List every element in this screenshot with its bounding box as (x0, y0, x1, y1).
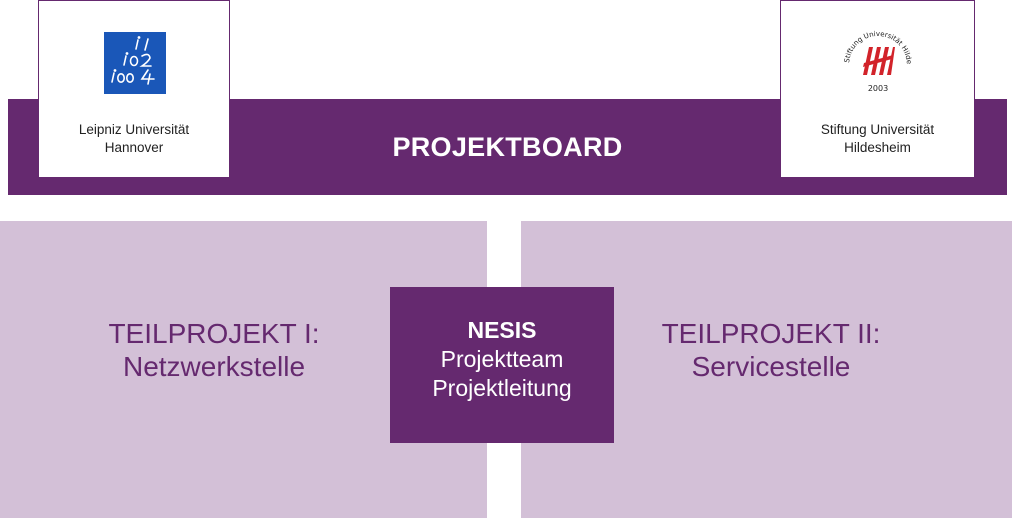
seal-year: 2003 (868, 84, 888, 93)
teilprojekt-2-title: TEILPROJEKT II: (661, 318, 881, 349)
partner-name-hannover: Leipniz Universität Hannover (78, 122, 190, 155)
partner-name-hildesheim: Stiftung Universität Hildesheim (820, 122, 935, 155)
luh-logo-icon (104, 32, 166, 94)
projektboard-title: PROJEKTBOARD (392, 131, 623, 162)
partner-card-hannover: Leipniz Universität Hannover (38, 0, 230, 178)
nesis-line-projektteam: Projektteam (440, 346, 564, 372)
teilprojekt-2-subtitle: Servicestelle (691, 351, 851, 382)
nesis-box: NESIS Projektteam Projektleitung (390, 287, 614, 443)
nesis-line-projektleitung: Projektleitung (432, 375, 572, 401)
teilprojekt-1-title: TEILPROJEKT I: (108, 318, 320, 349)
partner-card-hildesheim: Stiftung Universität Hildesheim 2003 Sti… (780, 0, 975, 178)
nesis-title: NESIS (467, 317, 537, 343)
hildesheim-seal-icon: Stiftung Universität Hildesheim 2003 (837, 25, 913, 93)
teilprojekt-1-subtitle: Netzwerkstelle (122, 351, 306, 382)
